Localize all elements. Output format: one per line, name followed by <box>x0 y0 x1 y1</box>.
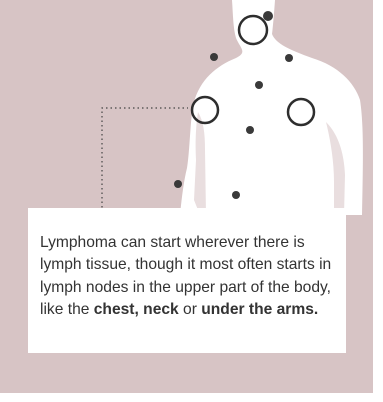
lymph-node-dot <box>263 11 273 21</box>
lymph-node-dot <box>210 53 218 61</box>
lymph-node-dot <box>174 180 182 188</box>
caption-highlight-neck: neck <box>143 301 179 318</box>
caption-text: or <box>179 301 202 318</box>
lymph-node-dot <box>246 126 254 134</box>
lymph-node-dot <box>285 54 293 62</box>
diagram-panel: Lymphoma can start wherever there is lym… <box>0 0 373 393</box>
caption-box: Lymphoma can start wherever there is lym… <box>28 208 346 353</box>
caption-highlight-chest: chest, <box>94 301 139 318</box>
leader-line <box>102 108 188 212</box>
lymph-node-dot <box>255 81 263 89</box>
caption-highlight-arms: under the arms. <box>201 301 318 318</box>
lymph-node-dot <box>232 191 240 199</box>
